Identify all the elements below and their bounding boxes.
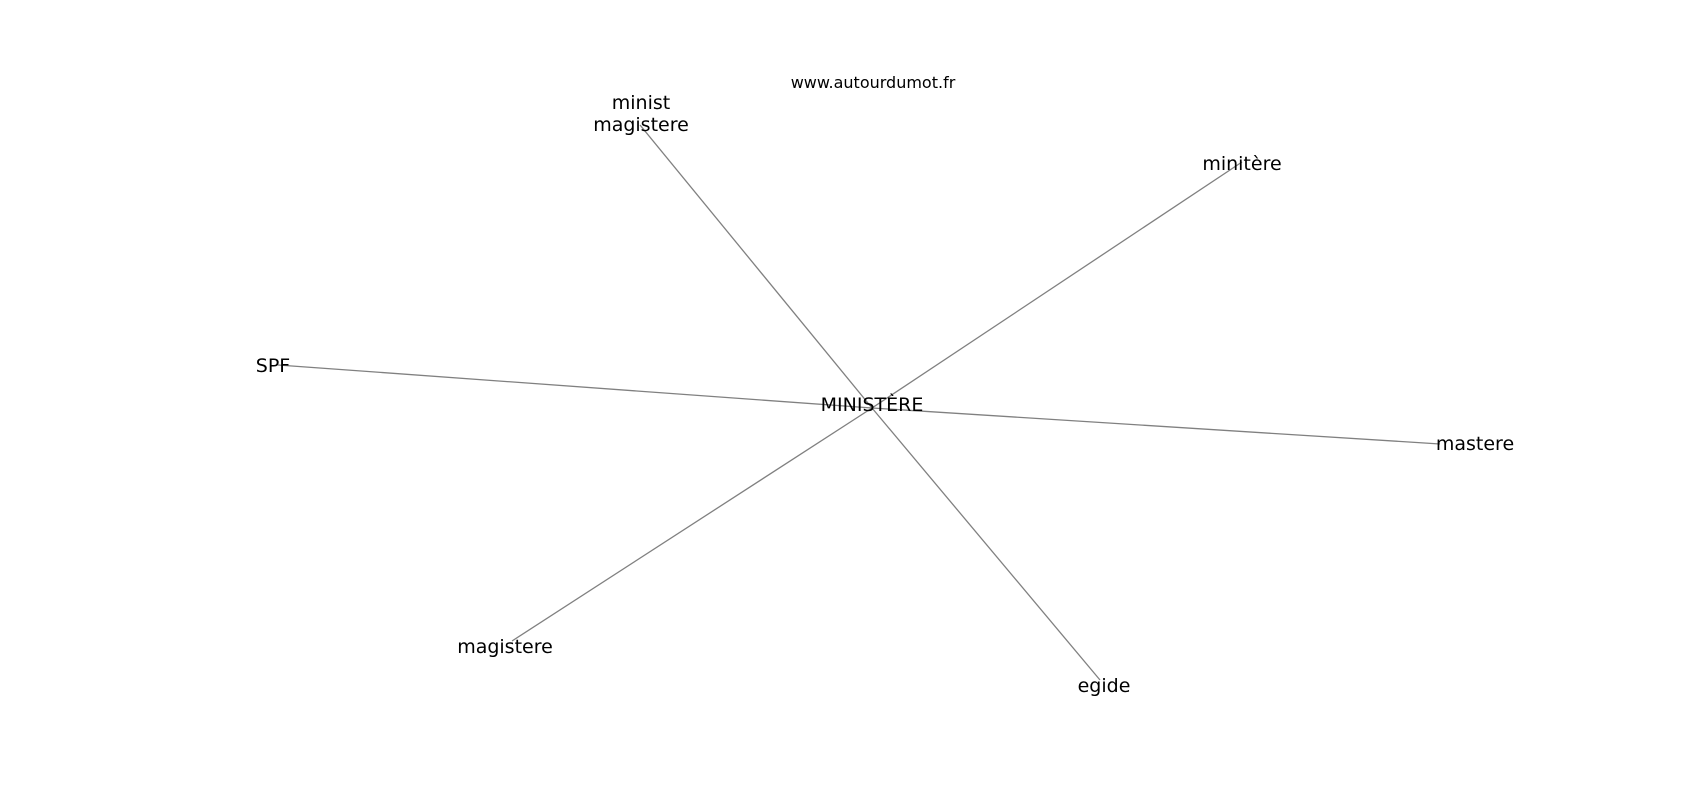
edge-center-magistere	[511, 407, 873, 642]
edge-center-minist-magistere	[639, 124, 873, 409]
node-label-minitere: minitère	[1202, 153, 1281, 175]
edge-center-egide	[871, 407, 1101, 681]
labels-layer: MINISTÈREministmagistereminitèreSPFmaste…	[256, 92, 1514, 697]
node-label-magistere: magistere	[457, 636, 553, 658]
edges-layer	[277, 124, 1441, 681]
edge-center-spf	[277, 364, 873, 409]
edge-center-mastere	[871, 407, 1441, 445]
node-label-mastere: mastere	[1436, 433, 1514, 455]
source-label: www.autourdumot.fr	[791, 73, 956, 92]
node-label-egide: egide	[1078, 675, 1131, 697]
edge-center-minitere	[871, 161, 1243, 409]
node-label-minist-magistere-line2: magistere	[593, 114, 689, 136]
node-label-minist-magistere-line1: minist	[612, 92, 670, 114]
node-label-spf: SPF	[256, 355, 290, 377]
node-label-center: MINISTÈRE	[821, 393, 924, 416]
